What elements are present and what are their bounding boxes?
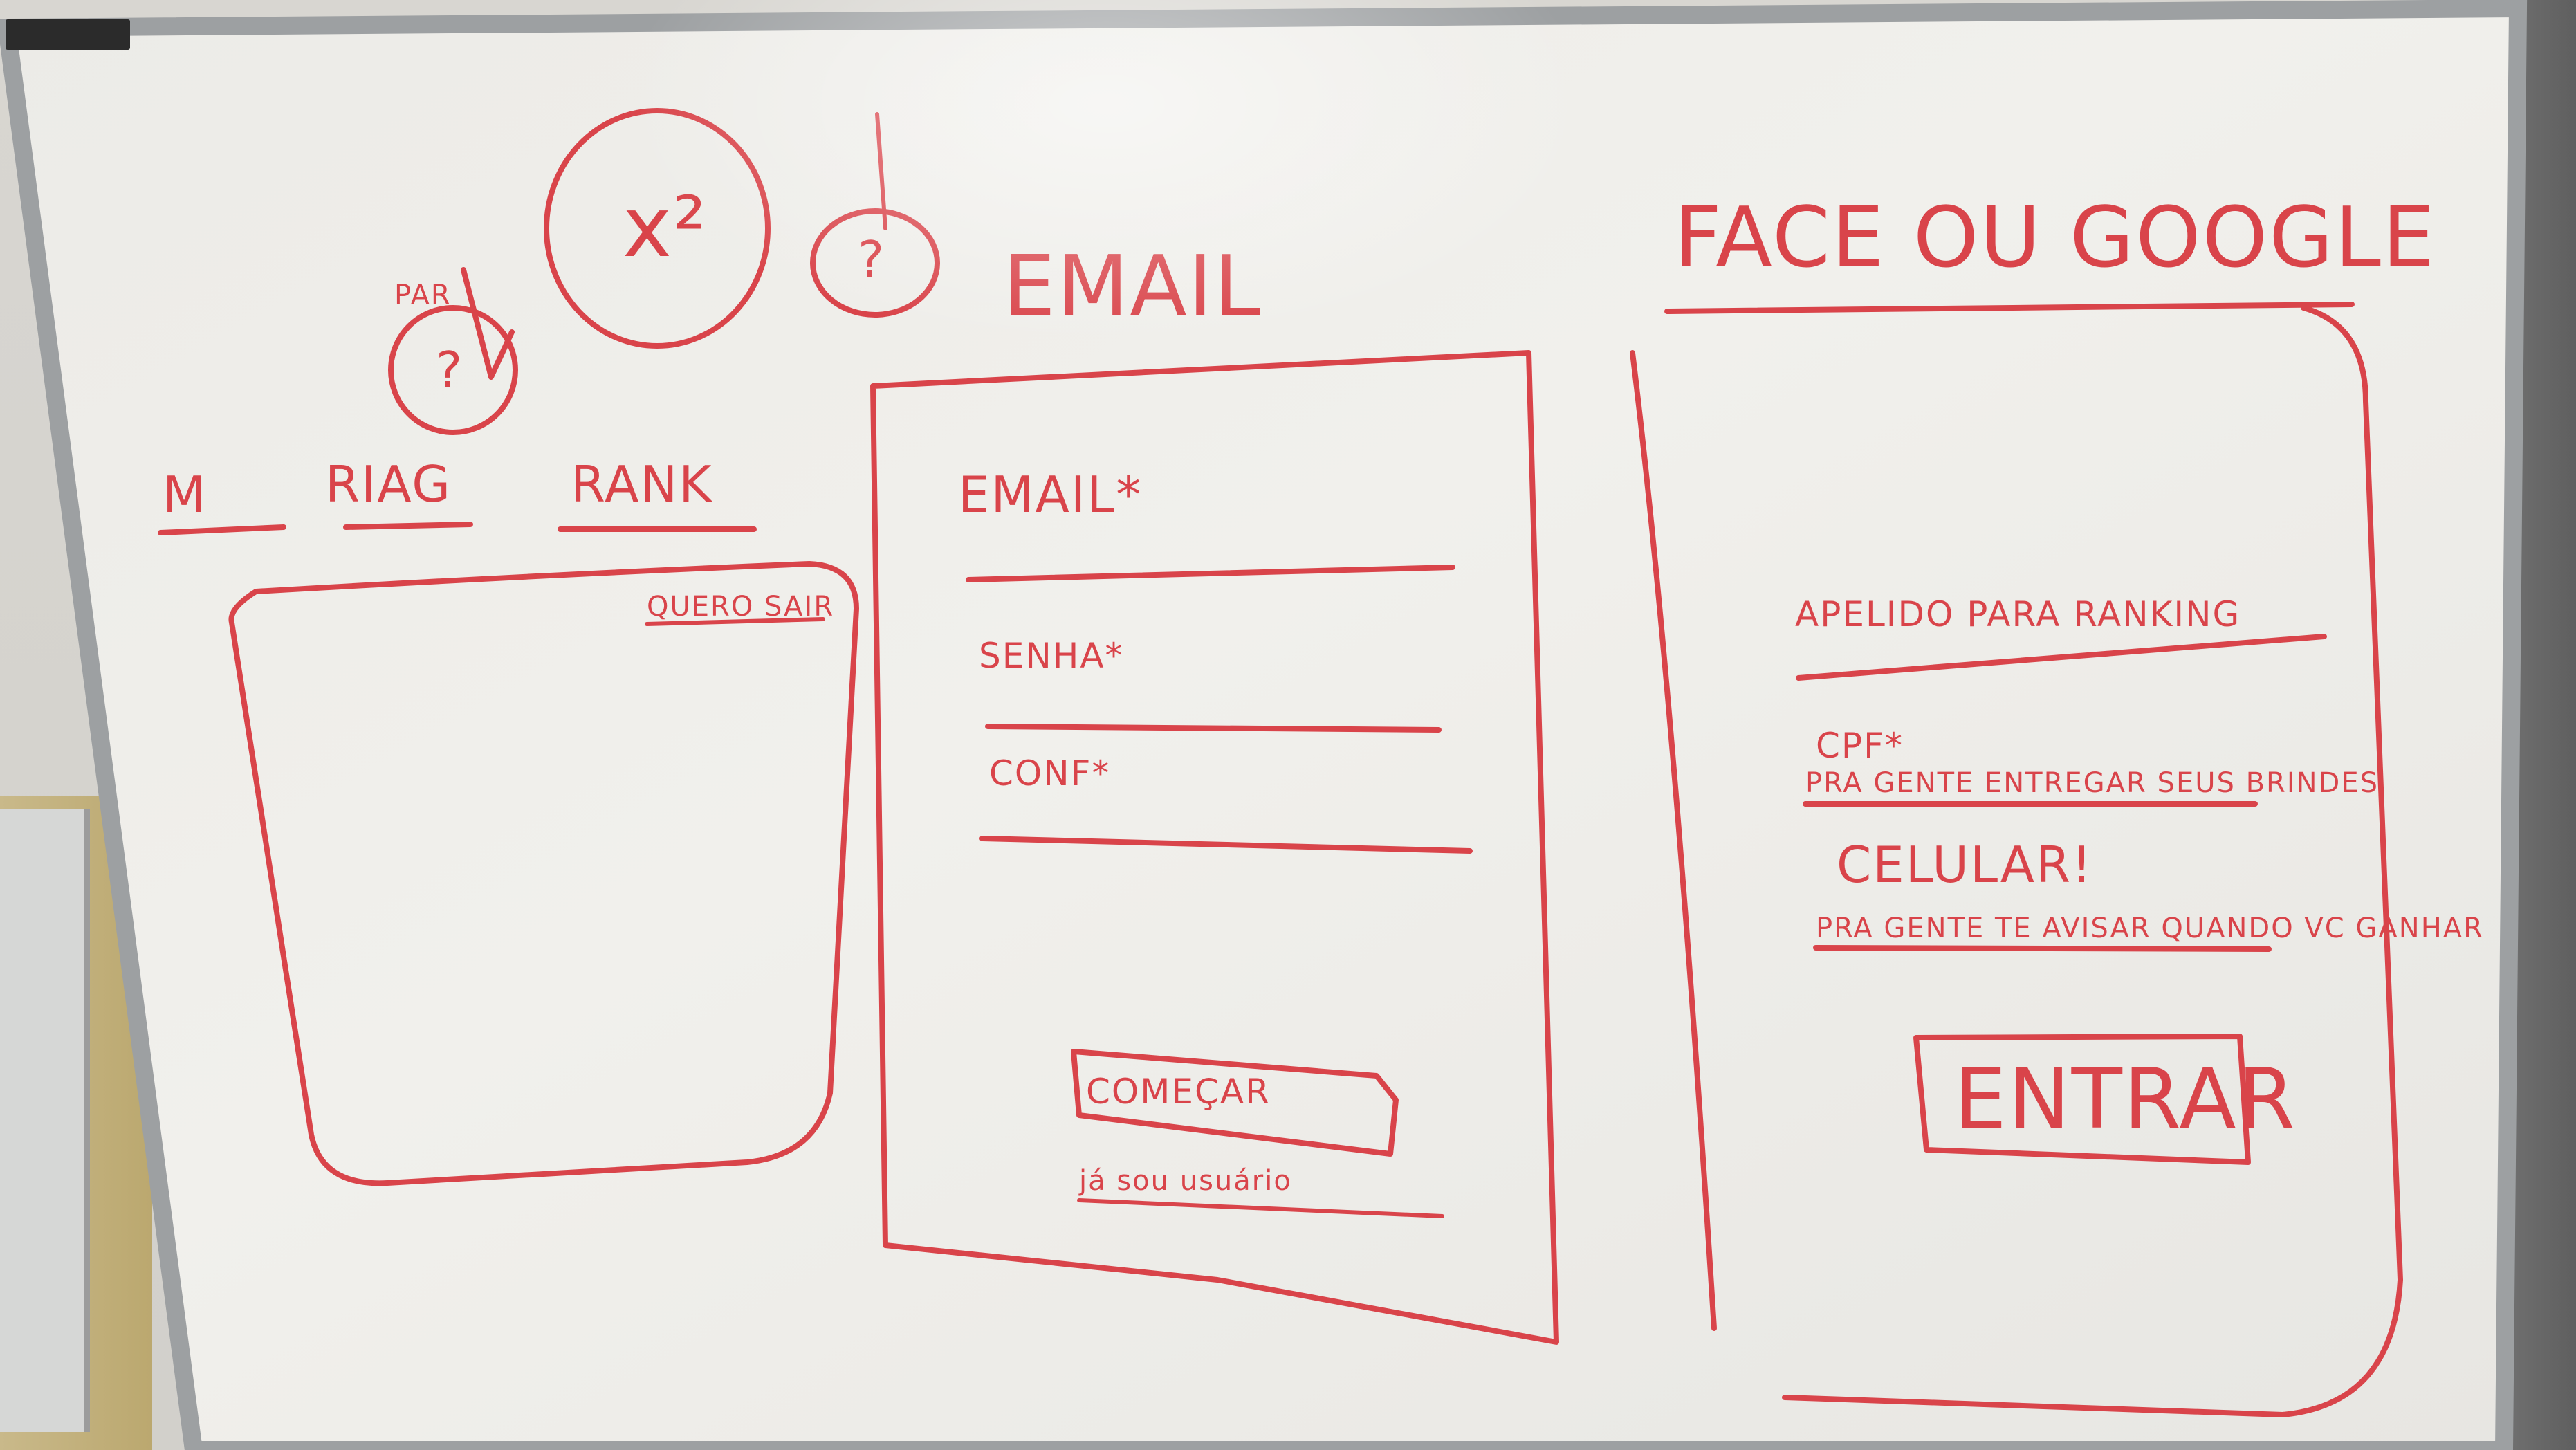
screen2-field-email[interactable] bbox=[966, 565, 1455, 582]
screen3-heading: FACE OU GOOGLE bbox=[1674, 190, 2436, 286]
doodle-b-text: x² bbox=[623, 180, 708, 276]
screen3-enter-button-label: ENTRAR bbox=[1954, 1052, 2297, 1148]
screen1-tab-1[interactable]: M bbox=[163, 466, 207, 524]
screen1-tab-1-underline bbox=[158, 524, 286, 535]
screen1-frame bbox=[228, 561, 859, 1186]
screen2-field-email-label: EMAIL* bbox=[958, 466, 1142, 524]
doodle-circle-small bbox=[388, 305, 518, 435]
screen3-field-nick[interactable] bbox=[1796, 634, 2327, 681]
screen3-frame bbox=[1782, 305, 2403, 1417]
screen-3-sketch: FACE OU GOOGLE APELIDO PARA RANKING CPF*… bbox=[1630, 190, 2484, 1417]
doodle-note: PAR bbox=[394, 279, 452, 311]
screen3-field-cel-label: CELULAR! bbox=[1837, 836, 2093, 894]
screen-1-sketch: M RIAG RANK QUERO SAIR bbox=[158, 455, 859, 1186]
doodle-c-text: ? bbox=[858, 230, 885, 288]
screen2-login-underline bbox=[1077, 1198, 1444, 1218]
screen1-tab-2[interactable]: RIAG bbox=[325, 455, 452, 513]
screen2-field-conf[interactable] bbox=[979, 836, 1473, 854]
screen3-field-cpf-hint: PRA GENTE ENTREGAR SEUS BRINDES bbox=[1805, 767, 2379, 799]
screen2-login-link[interactable]: já sou usuário bbox=[1078, 1165, 1292, 1197]
screen3-left-edge bbox=[1630, 350, 1717, 1331]
doodle-a-text: ? bbox=[436, 341, 463, 399]
screen2-heading: EMAIL bbox=[1003, 239, 1262, 335]
board-sticker bbox=[6, 19, 130, 50]
doodle-arrow bbox=[461, 267, 515, 380]
screen2-start-button-label: COMEÇAR bbox=[1086, 1072, 1271, 1112]
screen3-field-cel[interactable] bbox=[1813, 945, 2272, 952]
screen2-field-senha[interactable] bbox=[985, 724, 1442, 733]
screen3-heading-underline bbox=[1664, 302, 2355, 314]
screen3-field-nick-label: APELIDO PARA RANKING bbox=[1795, 594, 2241, 634]
screen2-frame bbox=[870, 350, 1559, 1345]
screen3-enter-button[interactable] bbox=[1913, 1034, 2251, 1165]
screen2-field-senha-label: SENHA* bbox=[979, 636, 1124, 676]
screen1-exit-link[interactable]: QUERO SAIR bbox=[647, 591, 834, 623]
screen3-field-cpf-label: CPF* bbox=[1816, 726, 1904, 766]
screen1-tab-3[interactable]: RANK bbox=[571, 455, 712, 513]
screen1-tab-2-underline bbox=[343, 522, 473, 530]
screen2-field-conf-label: CONF* bbox=[989, 753, 1110, 793]
screen2-start-button[interactable] bbox=[1071, 1049, 1399, 1157]
door-panel bbox=[0, 809, 90, 1432]
screen3-field-cel-hint: PRA GENTE TE AVISAR QUANDO VC GANHAR bbox=[1816, 912, 2484, 944]
screen1-exit-underline bbox=[645, 617, 825, 626]
